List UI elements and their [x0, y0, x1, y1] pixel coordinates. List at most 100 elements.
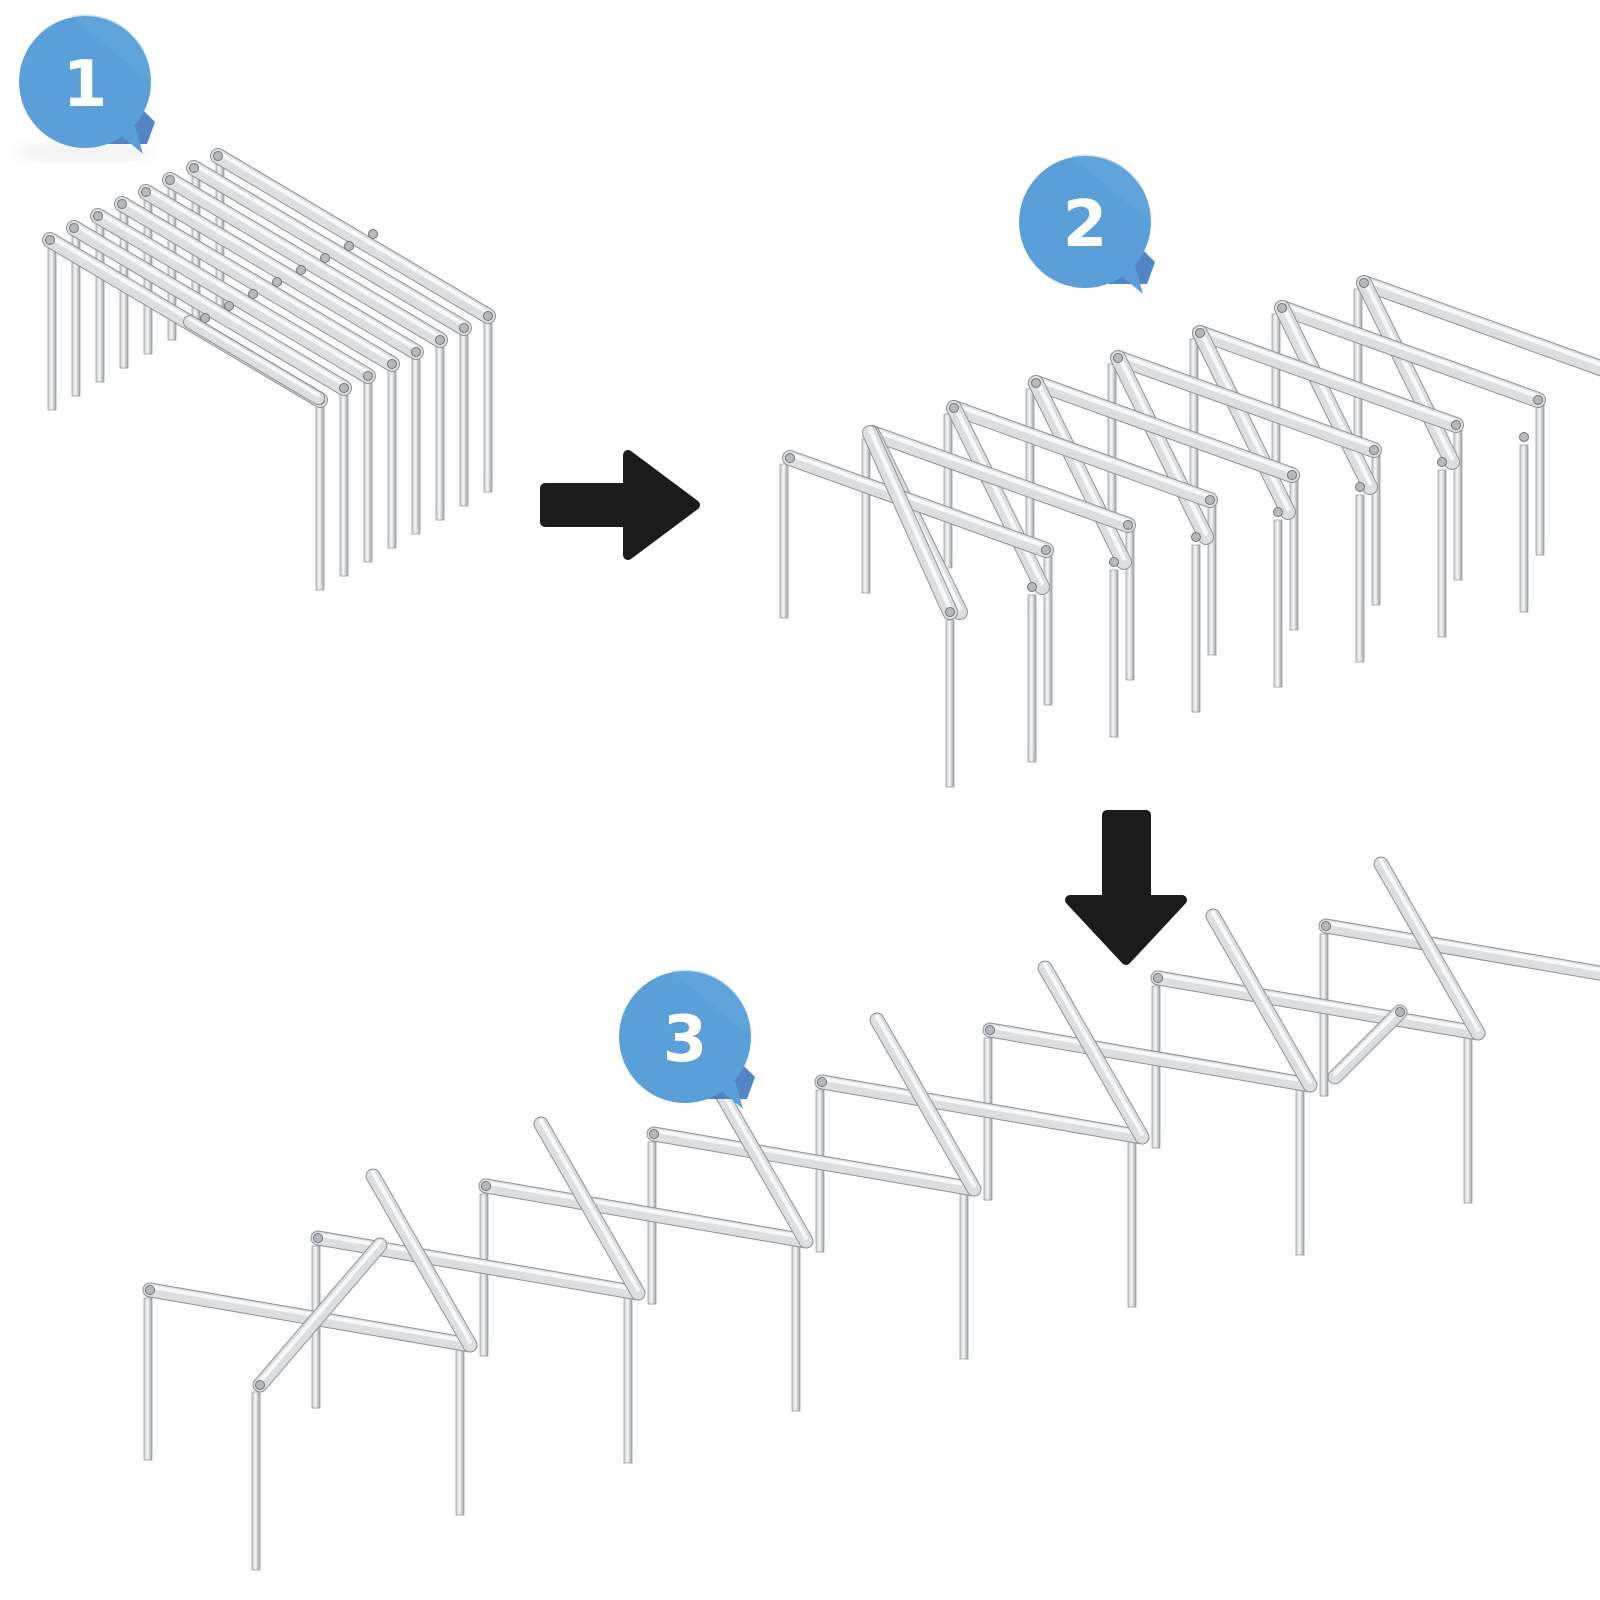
rack-bar-shine	[215, 150, 491, 315]
rack-bar	[983, 1023, 1317, 1092]
rack-leg	[943, 413, 953, 569]
rivet	[1123, 520, 1133, 530]
rivet	[117, 199, 127, 209]
rack-bar-shine	[951, 402, 1213, 499]
rack-bar-shine	[148, 1284, 472, 1344]
rack-leg	[959, 1193, 969, 1360]
rivet	[45, 235, 55, 245]
rivet	[165, 175, 175, 185]
rack-leg	[1355, 494, 1365, 663]
rack-leg	[1125, 524, 1135, 681]
rack-bar	[1357, 276, 1600, 376]
rivet	[224, 301, 234, 311]
rack-bar	[211, 149, 495, 323]
rack-bar-shine	[1115, 352, 1377, 449]
rack-bar	[783, 451, 1053, 557]
rack-bar-shine	[95, 210, 371, 375]
rivet	[1191, 532, 1201, 542]
step-badge-icon	[619, 969, 755, 1109]
step-number: 3	[663, 1003, 708, 1077]
rack-bar	[1328, 1005, 1407, 1084]
rack-bar	[647, 1127, 981, 1196]
rack-leg	[1207, 499, 1217, 656]
rack-bar-shine	[867, 427, 953, 611]
rivet	[1277, 303, 1287, 313]
rivet	[1359, 278, 1369, 288]
rack-leg	[1189, 338, 1199, 494]
rack-bar-shine	[1361, 277, 1600, 367]
rack-leg	[1437, 469, 1447, 638]
rack-leg	[1371, 449, 1381, 606]
rack-leg	[251, 1391, 261, 1571]
rack-bar	[67, 221, 351, 395]
rack-bar	[1111, 351, 1381, 457]
partially-expanded-rack-illustration	[779, 275, 1600, 788]
rivet	[387, 359, 397, 369]
rack-leg	[1535, 399, 1545, 556]
arrow-right-icon	[540, 450, 700, 560]
rack-leg	[455, 1349, 465, 1516]
rivet	[1287, 470, 1297, 480]
rack-bar-shine	[119, 198, 395, 363]
rack-leg	[1319, 933, 1329, 1097]
rack-bar-shine	[1279, 302, 1373, 486]
rivet	[255, 1380, 265, 1390]
rack-bar-shine	[167, 174, 443, 339]
rack-leg	[779, 463, 789, 619]
step-badge-3: 3	[619, 969, 755, 1109]
rivet	[1519, 432, 1529, 442]
rivet	[1273, 507, 1283, 517]
step-badge-1: 1	[15, 14, 155, 160]
rack-leg	[1151, 985, 1161, 1149]
rivet	[1321, 921, 1331, 931]
rivet	[1395, 1007, 1405, 1017]
rack-leg	[1043, 549, 1053, 706]
rack-bar-shine	[1279, 302, 1541, 399]
rivet	[435, 335, 445, 345]
rack-bar	[253, 1238, 387, 1392]
rivet	[1027, 582, 1037, 592]
rack-bar-shine	[539, 1118, 640, 1292]
rack-bar	[163, 173, 447, 347]
rack-leg	[1109, 569, 1119, 738]
rack-bar-shine	[143, 186, 419, 351]
rack-bar	[187, 161, 471, 335]
rack-bar-shine	[258, 1239, 382, 1384]
rivet	[949, 403, 959, 413]
rivet	[200, 313, 210, 323]
rack-leg	[1127, 1141, 1137, 1308]
rack-bar-shine	[1043, 962, 1144, 1136]
rivet	[363, 371, 373, 381]
rack-bar-shine	[1361, 277, 1455, 461]
step-badge-icon	[1019, 154, 1155, 294]
rivet	[339, 383, 349, 393]
rack-leg	[1027, 594, 1037, 763]
rack-bar	[1275, 301, 1545, 407]
rivet	[213, 151, 223, 161]
rack-bar-shine	[1197, 327, 1459, 424]
rack-bar	[184, 316, 324, 404]
rack-leg	[1025, 388, 1035, 544]
step-badge-2: 2	[1019, 154, 1155, 294]
rack-leg	[339, 391, 349, 577]
rivet	[817, 1077, 827, 1087]
rack-bar-shine	[1379, 858, 1480, 1032]
rack-leg	[363, 379, 373, 563]
rivet	[483, 311, 493, 321]
rivet	[1031, 378, 1041, 388]
rack-bar	[479, 1179, 813, 1248]
rivet	[1451, 420, 1461, 430]
rack-bar-shine	[1211, 910, 1312, 1084]
rack-leg	[983, 1037, 993, 1201]
rack-bar-shine	[652, 1128, 976, 1188]
rack-leg	[945, 619, 955, 788]
fully-expanded-rack-illustration	[142, 856, 1600, 1571]
rivet	[320, 253, 330, 263]
rack-bar	[815, 1075, 1149, 1144]
rack-bar	[115, 197, 399, 371]
rivet	[411, 347, 421, 357]
rack-leg	[1295, 1089, 1305, 1256]
rivet	[1109, 557, 1119, 567]
rivet	[344, 241, 354, 251]
